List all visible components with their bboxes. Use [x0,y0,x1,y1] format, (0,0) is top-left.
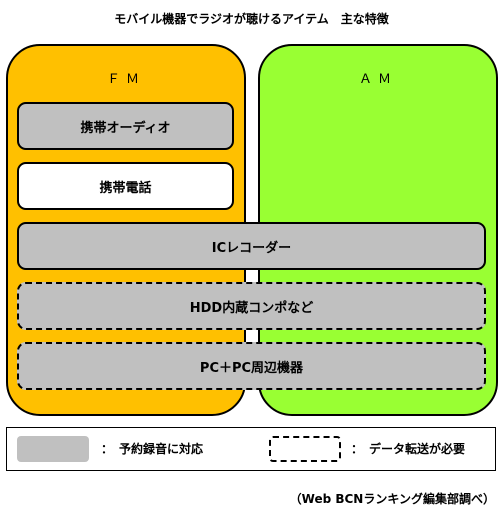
mobile-phone-box: 携帯電話 [17,162,234,210]
legend-data-transfer-swatch [269,436,341,462]
ic-recorder-box: ICレコーダー [17,222,486,270]
hdd-combo-label: HDD内蔵コンポなど [189,300,314,316]
mobile-phone-label: 携帯電話 [99,180,152,196]
legend-recording-text: ： 予約録音に対応 [101,442,204,456]
am-panel-label: ＡＭ [358,72,397,87]
ic-recorder-label: ICレコーダー [211,240,292,256]
source-note: （Web BCNランキング編集部調べ） [289,492,495,506]
diagram-title: モバイル機器でラジオが聴けるアイテム 主な特徴 [114,12,389,26]
hdd-combo-box: HDD内蔵コンポなど [17,282,486,330]
legend-recording-swatch [17,436,89,462]
portable-audio-label: 携帯オーディオ [80,120,171,136]
fm-panel-label: ＦＭ [106,72,145,87]
portable-audio-box: 携帯オーディオ [17,102,234,150]
legend: ： 予約録音に対応 ： データ転送が必要 [6,427,496,471]
pc-peripherals-label: PC＋PC周辺機器 [199,360,304,376]
legend-data-transfer-text: ： データ転送が必要 [351,442,466,456]
pc-peripherals-box: PC＋PC周辺機器 [17,342,486,390]
